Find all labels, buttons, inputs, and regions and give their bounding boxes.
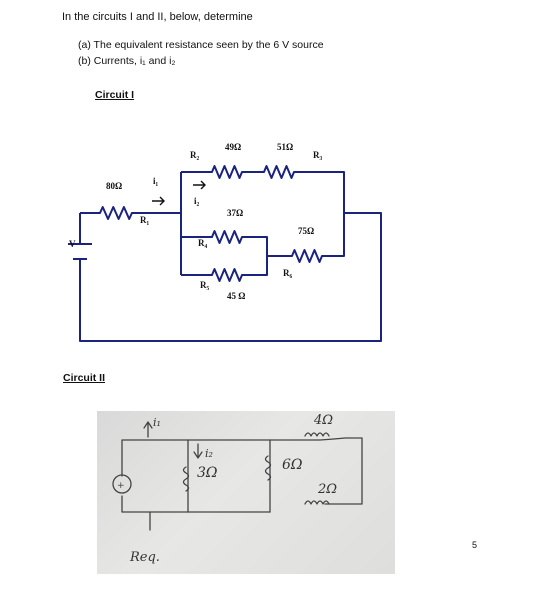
i2-label: i₂ [194, 196, 200, 206]
svg-text:+: + [117, 481, 125, 491]
r3-value-label: 51Ω [277, 142, 294, 152]
r5-value-label: 45 Ω [227, 291, 246, 301]
r2-label: R₂ [190, 150, 200, 160]
circuit-1-heading: Circuit I [95, 89, 135, 101]
source-label: V [69, 239, 76, 249]
c2-req-label: Req. [130, 550, 160, 565]
c2-i2-label: i₂ [205, 447, 213, 460]
r5-label: R₅ [200, 280, 210, 290]
r2-value-label: 49Ω [225, 142, 242, 152]
r6-label: R₆ [283, 268, 293, 278]
page-number: 5 [472, 540, 478, 550]
r6-value-label: 75Ω [298, 226, 315, 236]
question-part-a: (a) The equivalent resistance seen by th… [78, 39, 324, 51]
c2-2ohm-label: 2Ω [318, 482, 338, 497]
c2-4ohm-label: 4Ω [314, 413, 334, 428]
c2-i1-label: i₁ [153, 416, 161, 429]
question-title: In the circuits I and II, below, determi… [62, 11, 253, 23]
c2-3ohm-label: 3Ω [197, 465, 218, 481]
r4-label: R₄ [198, 238, 208, 248]
c2-6ohm-label: 6Ω [282, 457, 303, 473]
question-part-b: (b) Currents, i₁ and i₂ [78, 55, 176, 67]
i1-label: i₁ [153, 176, 159, 186]
r4-value-label: 37Ω [227, 208, 244, 218]
r3-label: R₃ [313, 150, 323, 160]
r1-value-label: 80Ω [106, 181, 123, 191]
circuit-2-heading: Circuit II [63, 372, 106, 384]
r1-label: R₁ [140, 215, 150, 225]
